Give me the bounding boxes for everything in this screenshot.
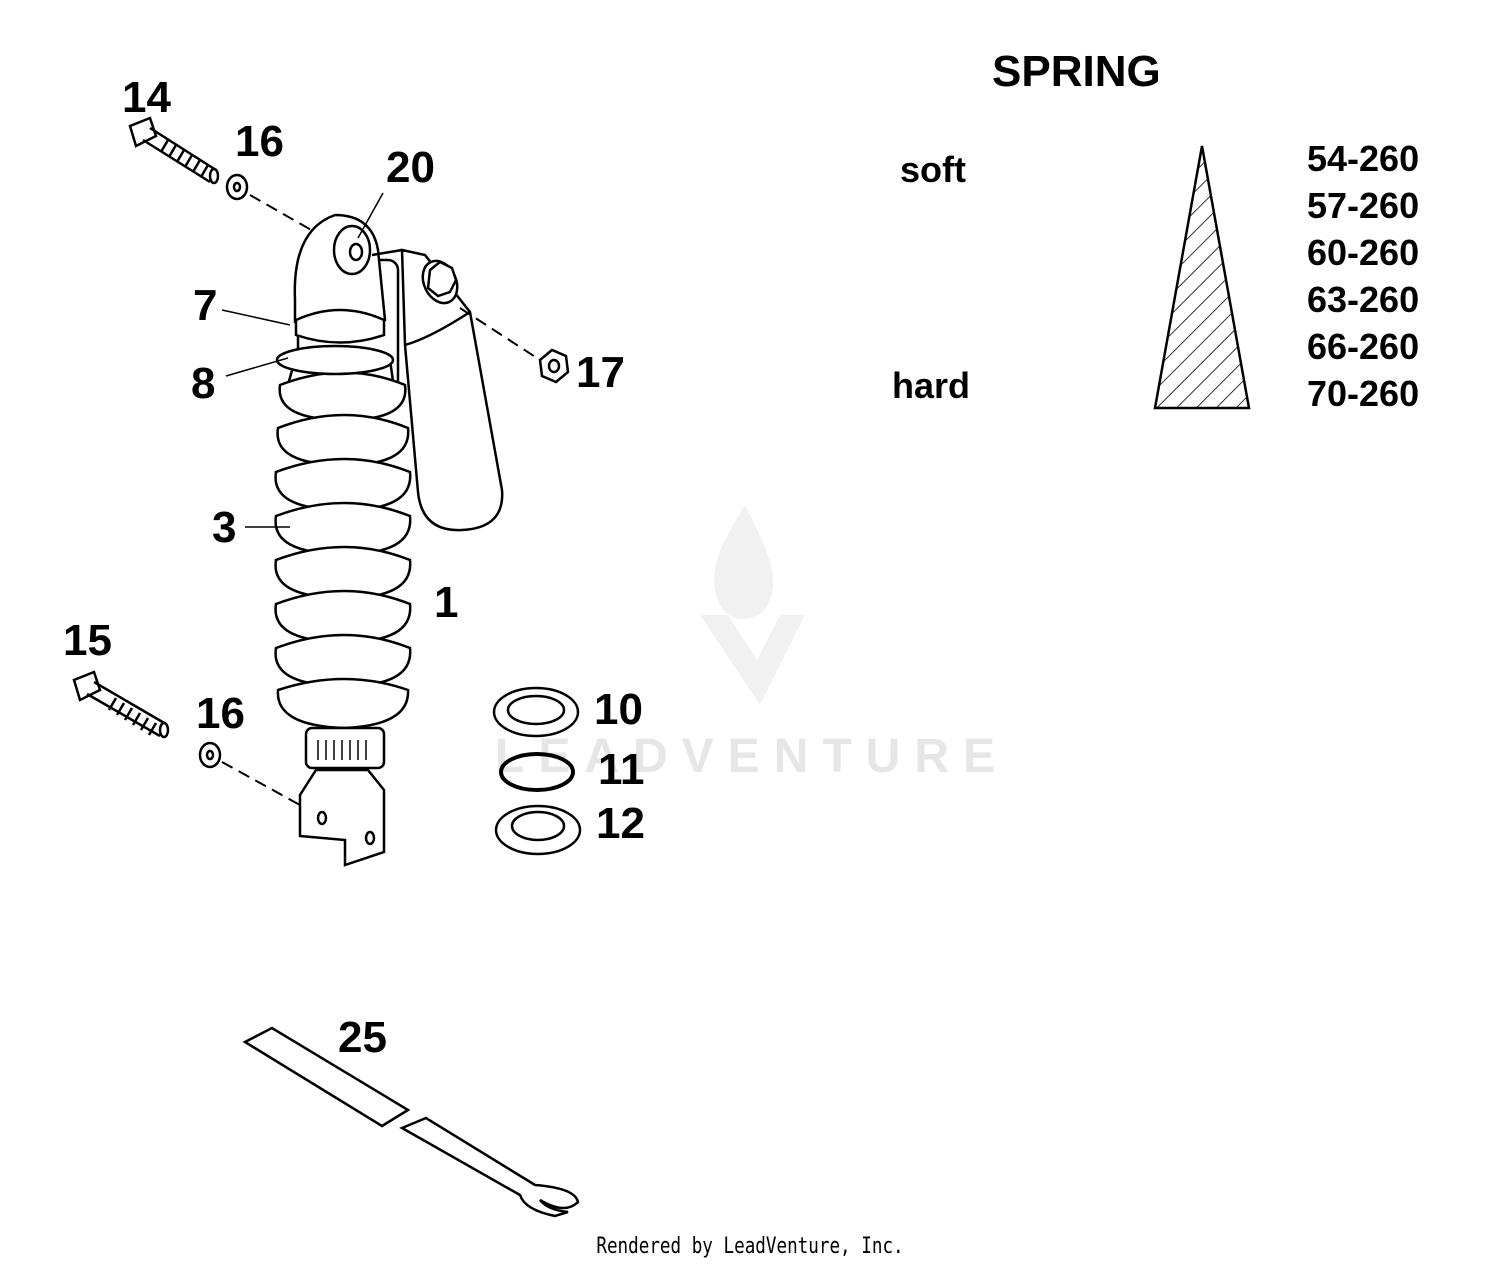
callout-11: 11 [598,745,645,794]
spring-title: SPRING [992,47,1161,96]
spanner-tool-25 [242,1026,580,1218]
leader-nut [459,307,541,361]
callout-16-top: 16 [235,117,284,166]
spring-soft-label: soft [900,149,966,190]
spring-rate-wedge [1153,145,1251,410]
spring-rate: 66-260 [1307,326,1419,367]
spring-rate: 63-260 [1307,279,1419,320]
footer-credit: Rendered by LeadVenture, Inc. [596,1234,904,1259]
washer-16-bottom [198,741,222,769]
spring-rate: 70-260 [1307,373,1419,414]
callout-1: 1 [434,578,458,627]
seal-10 [492,686,580,738]
bushing-12 [494,804,582,856]
watermark-logo [700,505,805,705]
spring-rate: 57-260 [1307,185,1419,226]
spring-coils [274,371,412,730]
callout-20: 20 [386,143,435,192]
callout-leaders [221,192,384,528]
callout-14: 14 [122,73,171,122]
bolt-15 [72,670,170,739]
callout-12: 12 [596,799,645,848]
callout-16-bottom: 16 [196,689,245,738]
spring-hard-label: hard [892,365,970,406]
callout-17: 17 [576,348,625,397]
reservoir [400,248,504,532]
upper-mount [275,213,403,376]
callout-10: 10 [594,685,643,734]
bolt-14 [128,116,220,185]
spring-rate: 54-260 [1307,138,1419,179]
washer-16-top [225,173,249,201]
o-ring-11 [499,752,575,792]
leader-bolt-top [249,194,321,236]
leader-bolt-bottom [221,761,301,806]
nut-17 [538,348,570,384]
lower-mount [298,726,386,867]
callout-8: 8 [191,359,215,408]
callout-15: 15 [63,616,112,665]
watermark-text: LEADVENTURE [495,730,1009,783]
callout-25: 25 [338,1013,387,1062]
callout-7: 7 [193,281,217,330]
spring-rate: 60-260 [1307,232,1419,273]
callout-3: 3 [212,503,236,552]
